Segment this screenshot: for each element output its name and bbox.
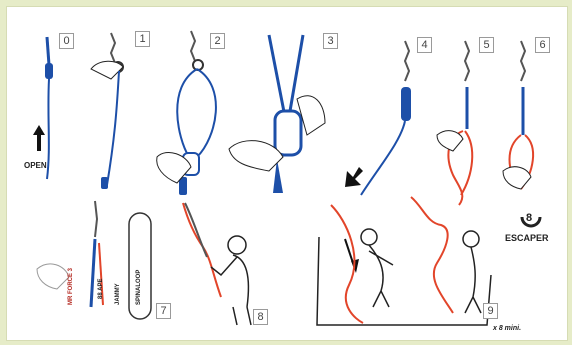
up-arrow-icon <box>33 125 45 151</box>
step-number-3: 3 <box>323 33 338 49</box>
step-3-illustration <box>229 35 325 193</box>
spinalooop-label: SPINALOOP <box>136 270 142 305</box>
step-1-illustration <box>91 33 123 189</box>
step-number-4: 4 <box>417 37 432 53</box>
step-number-9: 9 <box>483 303 498 319</box>
step-number-6: 6 <box>535 37 550 53</box>
step-5-illustration <box>437 41 472 205</box>
rope-a-label: 88 APE <box>98 279 104 299</box>
mr-force-label: MR FORCE 3 <box>68 268 74 305</box>
step-4-illustration <box>345 41 411 195</box>
step-7-illustration <box>37 201 151 319</box>
step-number-0: 0 <box>59 33 74 49</box>
step-number-5: 5 <box>479 37 494 53</box>
escaper-logo-icon: 8 <box>522 212 540 226</box>
down-arrow-icon <box>345 167 363 187</box>
step-number-7: 7 <box>156 303 171 319</box>
instruction-illustration: 8 <box>7 7 567 340</box>
escaper-label: ESCAPER <box>505 233 549 243</box>
jammy-label: JAMMY <box>115 283 121 305</box>
svg-text:8: 8 <box>526 212 532 224</box>
instruction-sheet: 8 0 1 <box>6 6 568 341</box>
step-number-8: 8 <box>253 309 268 325</box>
step-2-illustration <box>157 31 216 195</box>
open-label: OPEN <box>24 161 47 170</box>
step-number-1: 1 <box>135 31 150 47</box>
step-8-illustration <box>183 203 251 325</box>
step-6-illustration <box>503 41 533 189</box>
step-0-illustration <box>33 37 53 179</box>
step-9-illustration <box>317 197 491 325</box>
repetitions-label: x 8 mini. <box>493 325 521 332</box>
step-number-2: 2 <box>210 33 225 49</box>
